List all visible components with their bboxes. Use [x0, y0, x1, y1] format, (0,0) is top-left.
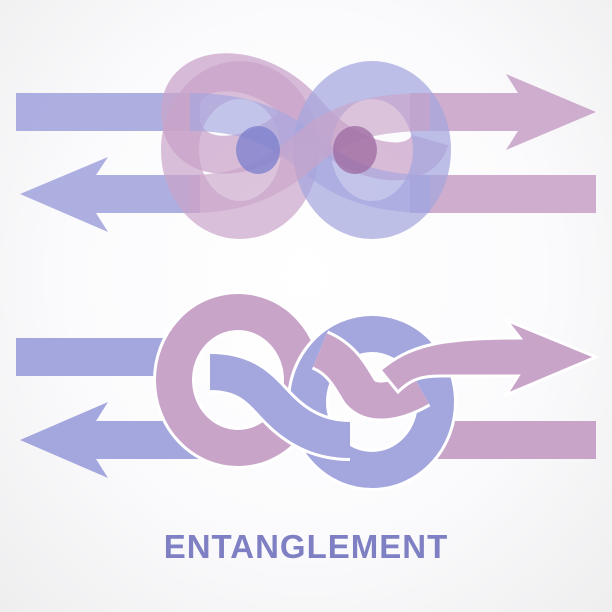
top-overlap-left: [236, 126, 280, 174]
top-left-arrowhead: [20, 157, 200, 232]
top-crossing-strand-b: [189, 93, 431, 213]
overlapping-knot-figure: [16, 53, 596, 239]
bottom-purple-arrow-shaft: [430, 421, 596, 459]
page-title: ENTANGLEMENT: [163, 528, 449, 565]
bottom-purple-arrow-body: [377, 316, 600, 399]
bottom-blue-cross-strand-fill: [209, 354, 351, 458]
top-purple-arrow-shaft: [410, 175, 596, 213]
bottom-blue-loop: [290, 316, 454, 488]
interlaced-knot-figure: [16, 291, 600, 491]
bottom-purple-cross-strand-fill: [311, 333, 429, 419]
top-right-arrowhead: [410, 74, 596, 150]
bottom-left-arrowhead: [20, 402, 210, 478]
top-blue-arrow-shaft: [16, 93, 200, 131]
bottom-blue-arrow-shaft: [16, 338, 182, 376]
top-overlap-right: [333, 126, 377, 174]
